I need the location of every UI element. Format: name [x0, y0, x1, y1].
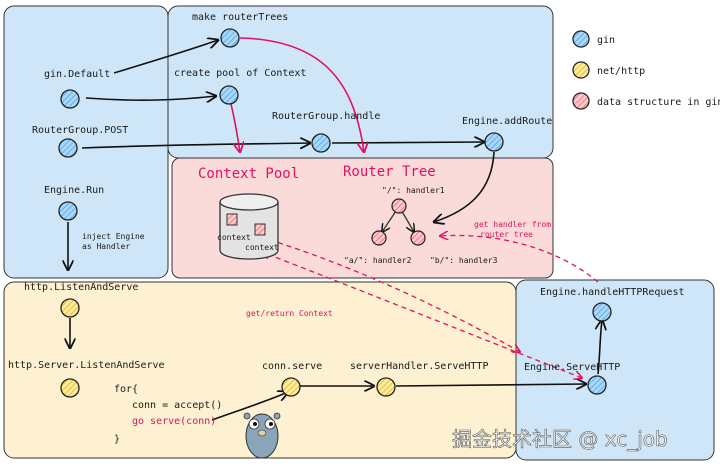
node-engine-run — [58, 201, 78, 221]
arrow-default-to-trees — [113, 40, 218, 74]
tree-root-label: "/": handler1 — [382, 186, 445, 195]
node-router-group-handle — [311, 133, 331, 153]
context-item-1 — [226, 213, 238, 226]
router-tree: "/": handler1 "a/": handler2 "b/": handl… — [344, 186, 498, 265]
arrow-engineserve-to-handle — [598, 320, 602, 375]
legend-nethttp-label: net/http — [597, 66, 645, 77]
legend-ds-swatch — [572, 92, 590, 110]
context-item-2 — [254, 223, 266, 236]
label-create-pool: create pool of Context — [174, 68, 306, 79]
label-http-server-listen: http.Server.ListenAndServe — [8, 360, 165, 371]
label-conn-serve: conn.serve — [262, 361, 322, 372]
tree-right-node — [410, 230, 426, 246]
arrow-pool-to-contextpool — [230, 103, 240, 152]
legend-nethttp-swatch — [572, 61, 590, 79]
legend-ds-label: data structure in gin — [597, 97, 720, 108]
label-make-router-trees: make routerTrees — [192, 12, 288, 23]
node-http-listen — [60, 298, 80, 318]
node-engine-serve — [587, 375, 607, 395]
legend: gin net/http data structure in gin — [572, 30, 720, 110]
node-conn-serve — [281, 377, 301, 397]
code-line-2: conn = accept() — [132, 400, 222, 411]
context-pool-title: Context Pool — [198, 166, 299, 182]
context-pool-cylinder: context context — [217, 193, 279, 260]
label-inject-engine-2: as Handler — [82, 242, 130, 251]
label-server-handler: serverHandler.ServeHTTP — [350, 361, 488, 372]
annotation-get-handler-2: router tree — [480, 230, 533, 239]
code-line-3: go serve(conn) — [132, 416, 216, 427]
arrow-handle-to-addroute — [331, 142, 484, 143]
arrow-dashed-get-return-b — [269, 239, 520, 352]
arrow-post-to-handle — [81, 143, 310, 148]
code-line-1: for{ — [114, 384, 138, 395]
gopher-mascot-icon — [243, 412, 281, 459]
arrow-dashed-get-return-a — [262, 252, 582, 378]
tree-root-node — [391, 198, 407, 214]
label-router-group-handle: RouterGroup.handle — [272, 111, 380, 122]
label-http-listen: http.ListenAndServe — [24, 282, 138, 293]
tree-left-node — [371, 230, 387, 246]
node-engine-handle — [592, 302, 612, 322]
tree-right-label: "b/": handler3 — [430, 256, 498, 265]
context-label-2: context — [245, 243, 279, 252]
arrow-handler-to-engineserve — [395, 384, 586, 386]
node-make-router-trees — [220, 28, 240, 48]
label-engine-add-route: Engine.addRoute — [462, 116, 552, 127]
node-gin-default — [60, 89, 80, 109]
label-engine-run: Engine.Run — [44, 185, 104, 196]
legend-gin-swatch — [572, 30, 590, 48]
label-router-group-post: RouterGroup.POST — [32, 125, 128, 136]
label-inject-engine-1: inject Engine — [82, 232, 145, 241]
legend-gin-label: gin — [597, 35, 615, 46]
arrow-goserve-to-connserve — [211, 392, 288, 421]
label-engine-handle: Engine.handleHTTPRequest — [540, 287, 685, 298]
node-server-handler — [376, 377, 396, 397]
node-create-pool — [219, 85, 239, 105]
label-gin-default: gin.Default — [44, 69, 110, 80]
node-engine-add-route — [484, 132, 504, 152]
arrow-addroute-to-tree — [434, 151, 495, 222]
arrow-default-to-pool — [85, 96, 216, 100]
arrow-trees-to-routertree — [239, 37, 364, 152]
watermark: 掘金技术社区 @ xc_job — [452, 427, 668, 451]
node-router-group-post — [58, 138, 78, 158]
context-label-1: context — [217, 233, 251, 242]
label-engine-serve: Engine.ServeHTTP — [524, 362, 620, 373]
tree-left-label: "a/": handler2 — [344, 256, 412, 265]
code-line-4: } — [114, 434, 120, 445]
annotation-get-handler-1: get handler from — [474, 220, 551, 229]
code-block: for{ conn = accept() go serve(conn) } — [114, 384, 222, 445]
router-tree-title: Router Tree — [343, 164, 436, 180]
annotation-get-return: get/return Context — [246, 309, 333, 318]
node-http-server-listen — [60, 378, 80, 398]
